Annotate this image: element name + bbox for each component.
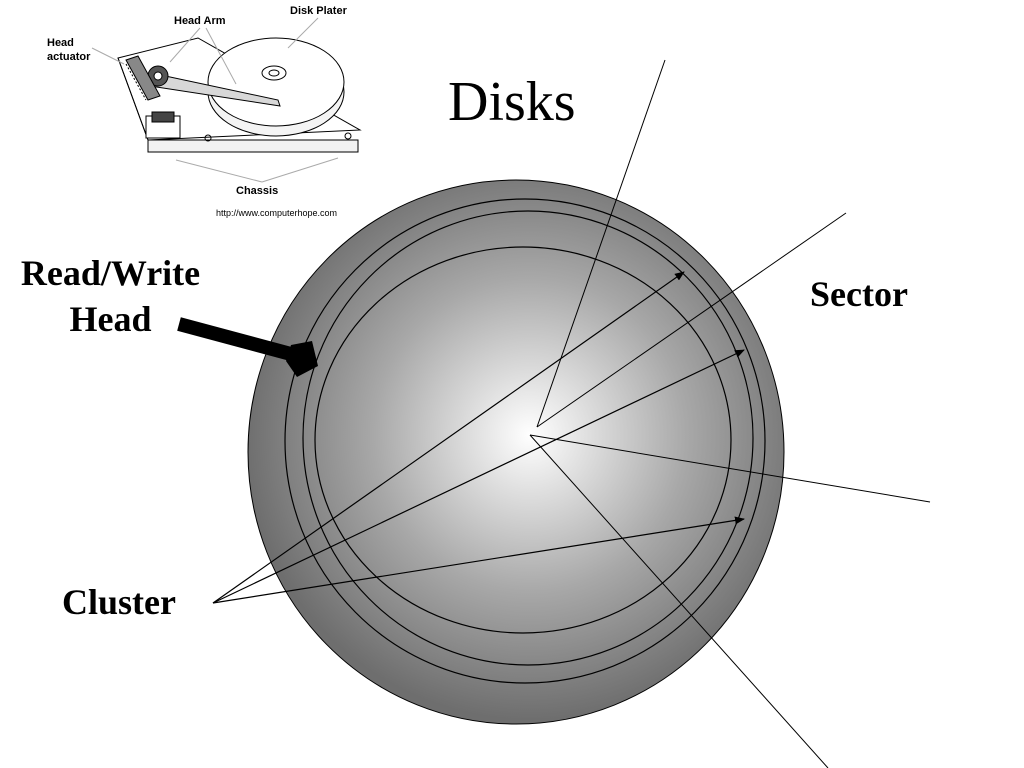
track-inner bbox=[314, 246, 732, 634]
cluster-label: Cluster bbox=[62, 582, 176, 622]
read-write-head-label: Read/Write Head bbox=[8, 250, 213, 342]
cluster-line-1 bbox=[212, 271, 685, 604]
sector-line-3 bbox=[529, 434, 931, 503]
head-actuator-label-line1: Head bbox=[47, 37, 74, 49]
sector-line-1 bbox=[536, 59, 666, 428]
track-middle bbox=[302, 210, 754, 666]
disk-platter bbox=[247, 179, 785, 725]
hard-drive-illustration bbox=[91, 17, 362, 183]
read-write-label-line1: Read/Write bbox=[20, 253, 201, 293]
track-outer bbox=[284, 198, 766, 684]
sector-line-2 bbox=[536, 212, 847, 428]
cluster-line-2 bbox=[212, 349, 745, 604]
sector-label: Sector bbox=[810, 274, 908, 314]
head-actuator-label-line2: actuator bbox=[47, 51, 91, 63]
sector-line-4 bbox=[529, 434, 829, 768]
cluster-line-3 bbox=[212, 516, 745, 604]
slide-title: Disks bbox=[448, 71, 576, 133]
chassis-label: Chassis bbox=[236, 185, 279, 197]
read-write-label-line2: Head bbox=[69, 299, 152, 339]
head-arm-label: Head Arm bbox=[174, 15, 226, 27]
source-url: http://www.computerhope.com bbox=[216, 208, 338, 218]
disk-plater-label: Disk Plater bbox=[290, 5, 347, 17]
read-write-head bbox=[177, 317, 318, 377]
